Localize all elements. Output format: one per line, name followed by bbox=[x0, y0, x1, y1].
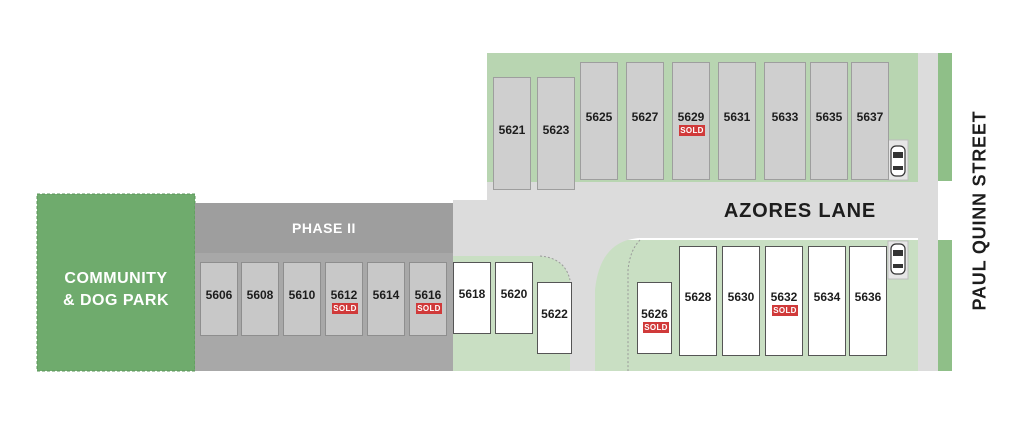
lot-number: 5634 bbox=[813, 290, 841, 304]
sold-badge: SOLD bbox=[679, 125, 705, 136]
lot-number: 5635 bbox=[815, 110, 843, 124]
north-driveway-strip bbox=[487, 182, 927, 200]
lot-number: 5616 bbox=[414, 288, 442, 302]
sold-badge: SOLD bbox=[643, 322, 669, 333]
park-label-line1: COMMUNITY bbox=[64, 270, 168, 287]
lot-5621[interactable]: 5621 bbox=[493, 77, 531, 190]
community-park-label: COMMUNITY & DOG PARK bbox=[37, 268, 195, 312]
sold-badge: SOLD bbox=[332, 303, 358, 314]
lot-5618[interactable]: 5618 bbox=[453, 262, 491, 334]
azores-lane-label: AZORES LANE bbox=[723, 200, 877, 222]
lot-5630[interactable]: 5630 bbox=[722, 246, 760, 356]
lot-5637[interactable]: 5637 bbox=[851, 62, 889, 180]
lot-5631[interactable]: 5631 bbox=[718, 62, 756, 180]
lot-number: 5632 bbox=[770, 290, 798, 304]
lot-number: 5625 bbox=[585, 110, 613, 124]
lot-5633[interactable]: 5633 bbox=[764, 62, 806, 180]
paul-quinn-street-road bbox=[918, 53, 938, 371]
lot-number: 5630 bbox=[727, 290, 755, 304]
lot-number: 5618 bbox=[458, 287, 486, 301]
lot-number: 5608 bbox=[246, 288, 274, 302]
lot-number: 5606 bbox=[205, 288, 233, 302]
lot-5610[interactable]: 5610 bbox=[283, 262, 321, 336]
lot-number: 5610 bbox=[288, 288, 316, 302]
lot-number: 5636 bbox=[854, 290, 882, 304]
lot-5625[interactable]: 5625 bbox=[580, 62, 618, 180]
lot-number: 5622 bbox=[541, 307, 568, 321]
community-park-area bbox=[36, 193, 196, 372]
lot-5636[interactable]: 5636 bbox=[849, 246, 887, 356]
east-grass-strip-top bbox=[938, 53, 952, 181]
paul-quinn-street-label: PAUL QUINN STREET bbox=[969, 110, 990, 311]
lot-5627[interactable]: 5627 bbox=[626, 62, 664, 180]
sold-badge: SOLD bbox=[772, 305, 798, 316]
lot-number: 5612 bbox=[330, 288, 358, 302]
car-icon-north bbox=[890, 145, 906, 177]
phase-2-label: PHASE II bbox=[292, 220, 356, 236]
lot-5635[interactable]: 5635 bbox=[810, 62, 848, 180]
lot-number: 5620 bbox=[500, 287, 528, 301]
sold-badge: SOLD bbox=[416, 303, 442, 314]
lot-number: 5628 bbox=[684, 290, 712, 304]
lot-5622[interactable]: 5622 bbox=[537, 282, 572, 354]
lot-number: 5631 bbox=[723, 110, 751, 124]
car-icon-south bbox=[890, 243, 906, 275]
lot-5620[interactable]: 5620 bbox=[495, 262, 533, 334]
park-label-line2: & DOG PARK bbox=[62, 292, 170, 309]
lot-number: 5621 bbox=[498, 123, 526, 137]
lot-number: 5629 bbox=[677, 110, 705, 124]
lot-5623[interactable]: 5623 bbox=[537, 77, 575, 190]
lot-5606[interactable]: 5606 bbox=[200, 262, 238, 336]
lot-number: 5637 bbox=[856, 110, 884, 124]
sidewalk-path-south bbox=[627, 239, 641, 371]
lot-number: 5623 bbox=[542, 123, 570, 137]
lot-5634[interactable]: 5634 bbox=[808, 246, 846, 356]
lot-5628[interactable]: 5628 bbox=[679, 246, 717, 356]
lot-number: 5626 bbox=[641, 307, 668, 321]
lot-5614[interactable]: 5614 bbox=[367, 262, 405, 336]
lot-5608[interactable]: 5608 bbox=[241, 262, 279, 336]
phase-2-band bbox=[195, 203, 453, 253]
azores-lane-road bbox=[453, 182, 920, 371]
east-grass-strip-bottom bbox=[938, 240, 952, 371]
lot-number: 5614 bbox=[372, 288, 400, 302]
sidewalk-path-west bbox=[539, 255, 571, 281]
lot-number: 5627 bbox=[631, 110, 659, 124]
lot-number: 5633 bbox=[771, 110, 799, 124]
